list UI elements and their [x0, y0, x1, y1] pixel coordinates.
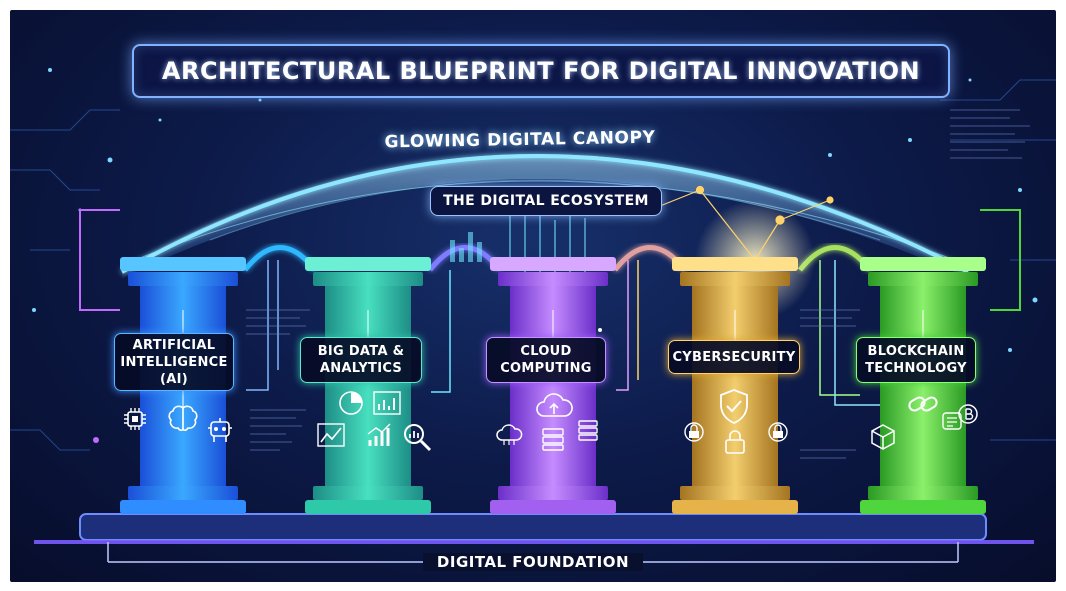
ecosystem-label: THE DIGITAL ECOSYSTEM [430, 186, 662, 216]
foundation-label: DIGITAL FOUNDATION [422, 553, 644, 571]
pillar-label-cybersecurity: CYBERSECURITY [668, 340, 800, 374]
pillar-cloud [490, 257, 616, 514]
base-platform [34, 513, 1034, 563]
chain-link-icon [908, 396, 938, 412]
line-chart-icon [317, 423, 345, 447]
robot-icon [208, 418, 232, 442]
server-rack-icon [578, 420, 598, 441]
padlock-icon [725, 430, 745, 454]
canopy-bar-chart [450, 232, 482, 262]
brain-icon [168, 405, 198, 432]
pillar-label-blockchain: BLOCKCHAIN TECHNOLOGY [856, 337, 976, 383]
foundation-bar: DIGITAL FOUNDATION [108, 550, 958, 574]
pillar-label-blockchain-text: BLOCKCHAIN TECHNOLOGY [865, 344, 967, 376]
magnifier-chart-icon [404, 424, 432, 452]
lock-node-icon [684, 422, 704, 442]
pillar-label-ai-text: ARTIFICIAL INTELLIGENCE (AI) [120, 337, 228, 387]
cloud-upload-icon [536, 393, 573, 417]
pillar-label-ai: ARTIFICIAL INTELLIGENCE (AI) [114, 333, 234, 391]
pillar-label-cloud-text: CLOUD COMPUTING [500, 344, 592, 376]
pillar-big-data [305, 257, 431, 514]
pillar-label-cloud: CLOUD COMPUTING [486, 337, 606, 383]
growth-chart-icon [367, 423, 391, 446]
ecosystem-text: THE DIGITAL ECOSYSTEM [443, 193, 649, 209]
title-text: ARCHITECTURAL BLUEPRINT FOR DIGITAL INNO… [161, 57, 921, 85]
pillar-label-cybersecurity-text: CYBERSECURITY [672, 349, 796, 365]
pillar-label-big-data: BIG DATA & ANALYTICS [300, 337, 422, 383]
shield-check-icon [720, 389, 748, 424]
pillar-blockchain [860, 257, 986, 514]
bar-chart-icon [373, 391, 401, 415]
cloud-network-icon [496, 424, 523, 445]
block-cube-icon [871, 424, 895, 450]
pie-chart-icon [339, 391, 363, 415]
pillar-wires [182, 260, 924, 410]
blueprint-diagram: ARCHITECTURAL BLUEPRINT FOR DIGITAL INNO… [10, 10, 1056, 582]
connector-wires [79, 209, 1021, 311]
circuit-traces [10, 79, 1056, 451]
diagram-title: ARCHITECTURAL BLUEPRINT FOR DIGITAL INNO… [132, 44, 950, 98]
diagram-artwork [10, 68, 1056, 563]
bitcoin-lock-icon [768, 422, 788, 442]
chip-icon [124, 408, 146, 430]
code-snippets [246, 109, 1030, 459]
coin-icon [942, 412, 962, 430]
bitcoin-icon [958, 404, 978, 424]
canopy-dome [121, 154, 969, 278]
server-icon [542, 428, 564, 451]
pillar-label-big-data-text: BIG DATA & ANALYTICS [317, 344, 405, 376]
